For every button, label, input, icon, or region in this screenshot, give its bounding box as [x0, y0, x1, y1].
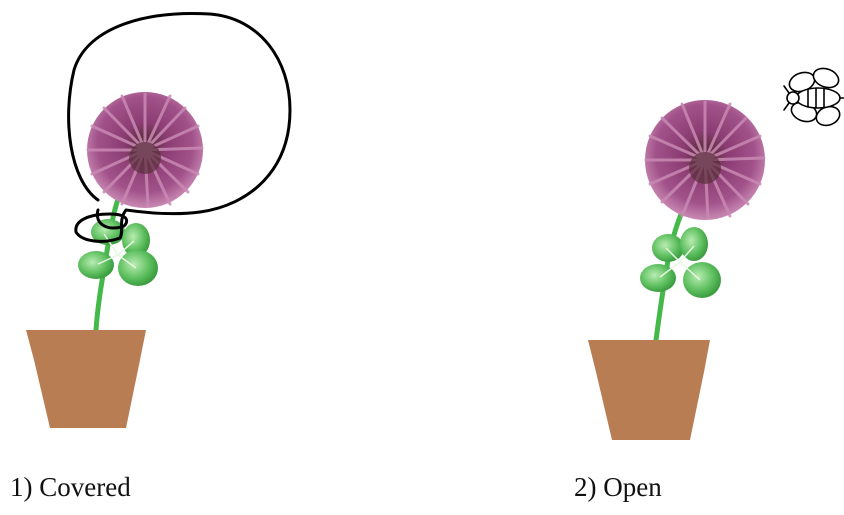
- caption-covered: 1) Covered: [10, 472, 131, 503]
- caption-open: 2) Open: [574, 472, 662, 503]
- pot-icon: [588, 340, 710, 440]
- panel-covered: [26, 13, 290, 428]
- bee-icon: [784, 65, 844, 128]
- pot-icon: [26, 330, 146, 428]
- clover-leaf-icon: [640, 227, 721, 298]
- panel-open: [588, 65, 844, 440]
- flower-icon: [645, 100, 765, 220]
- flower-icon: [87, 92, 203, 208]
